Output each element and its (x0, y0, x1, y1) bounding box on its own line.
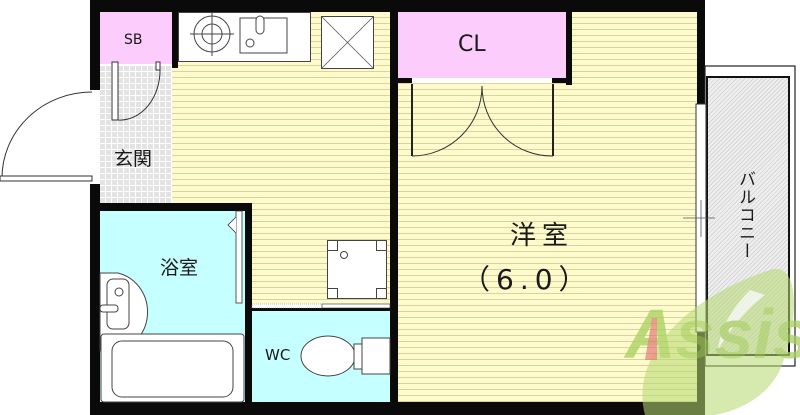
assist-watermark-logo: Assist (623, 268, 800, 415)
left-wall-upper (90, 0, 100, 90)
washing-machine-space-icon (327, 240, 387, 299)
bath-top-wall (90, 203, 250, 211)
washbasin-icon (99, 272, 148, 352)
shoe-box-door-icon (111, 61, 161, 121)
kitchen-counter (178, 12, 311, 62)
toilet-label: WC (265, 346, 291, 364)
closet-bottom-wall-right (552, 78, 570, 83)
wc-door-icon[interactable] (251, 302, 392, 312)
right-wall-upper (697, 0, 705, 105)
bathtub-icon (100, 333, 245, 403)
closet-door-icon[interactable] (408, 84, 558, 159)
kitchen-bedroom-wall (390, 0, 398, 415)
western-room-label: 洋室 (510, 221, 575, 251)
entrance-door-icon[interactable] (0, 88, 100, 188)
closet-opening (412, 78, 552, 83)
bathroom-label: 浴室 (160, 257, 199, 279)
closet-bottom-wall-left (398, 78, 412, 83)
shoe-box (100, 12, 172, 64)
cl-right-wall (566, 0, 572, 85)
sb-right-wall (172, 0, 178, 68)
western-room-size: （6.0） (462, 263, 593, 296)
shoe-box-label: SB (124, 32, 143, 48)
closet (398, 12, 566, 78)
refrigerator-space-icon (321, 16, 374, 69)
entrance-floor (100, 66, 172, 204)
bathroom-fixtures (99, 210, 245, 403)
stove-burner-icon (190, 13, 234, 56)
left-wall-lower (90, 183, 100, 415)
closet-label: CL (458, 32, 486, 57)
toilet-icon (300, 335, 391, 377)
balcony-label: バルコニー (735, 170, 755, 260)
wc-top-wall (245, 306, 395, 311)
sink-icon (239, 15, 288, 54)
entrance-label: 玄関 (114, 148, 153, 170)
bathroom-door-icon (227, 210, 243, 304)
